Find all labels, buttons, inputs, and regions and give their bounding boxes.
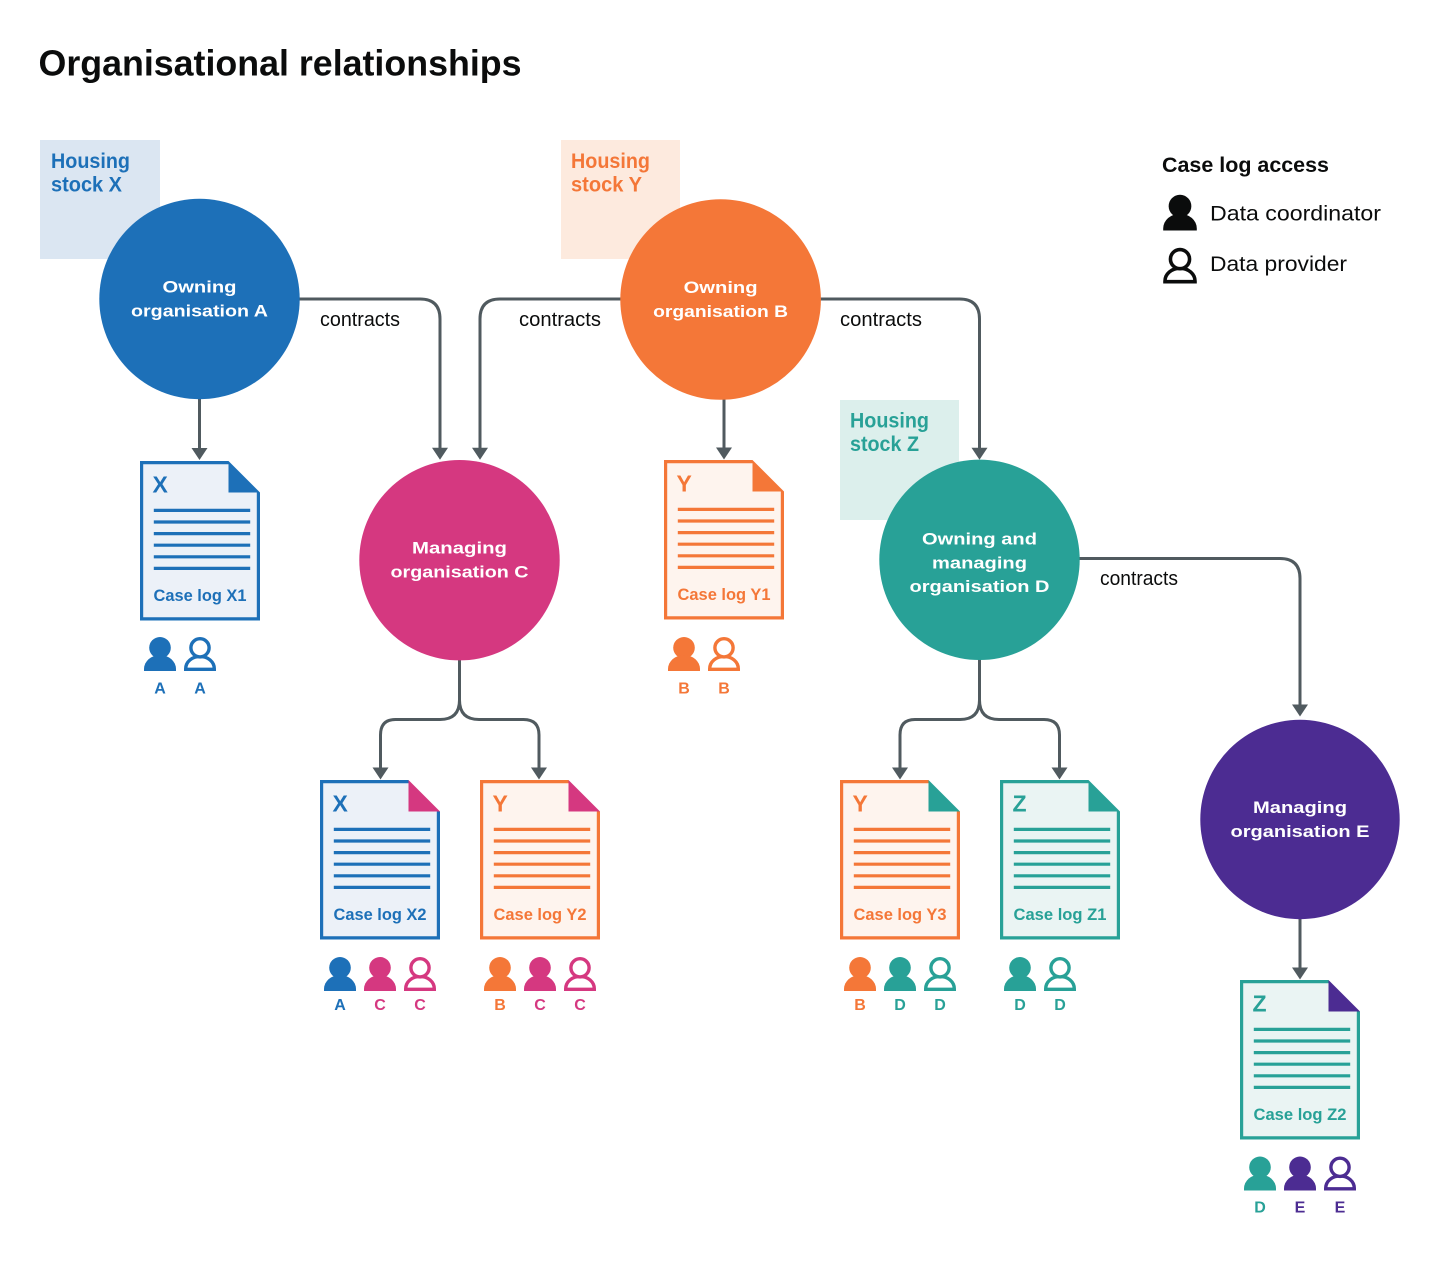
svg-text:D: D bbox=[1014, 997, 1026, 1014]
svg-text:Y: Y bbox=[853, 791, 868, 817]
svg-text:Housing: Housing bbox=[850, 410, 929, 433]
svg-text:contracts: contracts bbox=[1100, 568, 1178, 590]
svg-text:Case log Y3: Case log Y3 bbox=[854, 906, 947, 924]
svg-text:C: C bbox=[414, 997, 426, 1014]
svg-text:D: D bbox=[1054, 997, 1066, 1014]
svg-text:D: D bbox=[894, 997, 906, 1014]
svg-text:Case log Y1: Case log Y1 bbox=[678, 586, 771, 604]
svg-text:Data provider: Data provider bbox=[1210, 253, 1347, 276]
svg-text:stock Z: stock Z bbox=[850, 433, 919, 456]
svg-text:Housing: Housing bbox=[51, 150, 130, 173]
svg-text:Owning: Owning bbox=[684, 279, 758, 297]
svg-text:A: A bbox=[334, 997, 346, 1014]
svg-text:Case log Z2: Case log Z2 bbox=[1254, 1106, 1347, 1124]
svg-text:organisation B: organisation B bbox=[653, 303, 788, 321]
svg-text:contracts: contracts bbox=[320, 309, 400, 331]
svg-text:organisation D: organisation D bbox=[910, 578, 1050, 596]
svg-text:Organisational relationships: Organisational relationships bbox=[39, 43, 522, 84]
svg-text:organisation A: organisation A bbox=[131, 303, 268, 321]
svg-text:A: A bbox=[154, 681, 166, 698]
svg-text:B: B bbox=[494, 997, 506, 1014]
svg-text:X: X bbox=[333, 791, 349, 817]
svg-text:Z: Z bbox=[1253, 991, 1267, 1017]
svg-text:E: E bbox=[1335, 1200, 1346, 1217]
svg-text:Managing: Managing bbox=[1253, 799, 1347, 817]
svg-text:organisation E: organisation E bbox=[1231, 823, 1370, 841]
svg-text:Case log access: Case log access bbox=[1162, 153, 1329, 177]
svg-text:B: B bbox=[854, 997, 866, 1014]
svg-text:B: B bbox=[718, 681, 730, 698]
svg-text:Data coordinator: Data coordinator bbox=[1210, 203, 1381, 226]
svg-text:Case log Y2: Case log Y2 bbox=[494, 906, 587, 924]
svg-text:Case log X1: Case log X1 bbox=[154, 587, 247, 605]
svg-text:A: A bbox=[194, 681, 206, 698]
svg-text:X: X bbox=[153, 472, 169, 498]
svg-text:C: C bbox=[374, 997, 386, 1014]
svg-text:Case log Z1: Case log Z1 bbox=[1014, 906, 1107, 924]
svg-text:contracts: contracts bbox=[840, 309, 922, 331]
svg-text:D: D bbox=[934, 997, 946, 1014]
svg-text:C: C bbox=[574, 997, 586, 1014]
svg-text:Case log X2: Case log X2 bbox=[334, 906, 427, 924]
svg-text:Y: Y bbox=[677, 471, 692, 497]
svg-text:Housing: Housing bbox=[571, 150, 650, 173]
svg-text:D: D bbox=[1254, 1200, 1266, 1217]
svg-text:C: C bbox=[534, 997, 546, 1014]
svg-text:contracts: contracts bbox=[519, 309, 601, 331]
svg-text:E: E bbox=[1295, 1200, 1306, 1217]
svg-text:stock Y: stock Y bbox=[571, 174, 642, 197]
svg-text:Owning and: Owning and bbox=[922, 530, 1037, 548]
svg-text:organisation C: organisation C bbox=[391, 564, 529, 582]
svg-text:Owning: Owning bbox=[163, 279, 237, 297]
svg-text:stock X: stock X bbox=[51, 174, 122, 197]
svg-text:managing: managing bbox=[932, 554, 1027, 572]
svg-text:Managing: Managing bbox=[412, 540, 507, 558]
svg-text:Y: Y bbox=[493, 791, 508, 817]
svg-text:B: B bbox=[678, 681, 690, 698]
svg-text:Z: Z bbox=[1013, 791, 1027, 817]
